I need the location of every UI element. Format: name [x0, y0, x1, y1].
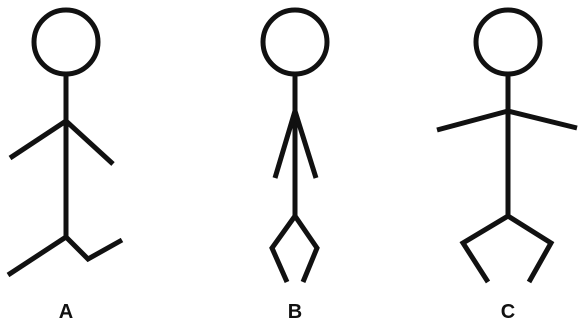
figure-b-left-leg	[272, 216, 295, 282]
figure-c-right-leg	[508, 216, 551, 282]
figure-b-label: B	[288, 301, 302, 323]
figure-a-head	[34, 10, 98, 74]
figure-a-label: A	[59, 301, 73, 323]
figure-b-head	[263, 10, 327, 74]
figure-a-right-arm	[66, 121, 113, 164]
figure-c-left-arm	[437, 111, 508, 130]
figure-b-left-arm	[275, 111, 295, 178]
stick-figure-c: C	[437, 10, 577, 323]
figure-c-head	[476, 10, 540, 74]
figure-b-right-arm	[295, 111, 316, 178]
figure-c-label: C	[501, 301, 515, 323]
figure-a-left-leg	[8, 237, 66, 275]
figure-c-left-leg	[463, 216, 508, 282]
figure-a-right-leg	[66, 237, 122, 259]
figure-a-left-arm	[10, 121, 66, 158]
figure-b-right-leg	[295, 216, 317, 282]
stick-figure-a: A	[8, 10, 122, 323]
stick-figure-b: B	[263, 10, 327, 323]
figure-c-right-arm	[508, 111, 577, 128]
